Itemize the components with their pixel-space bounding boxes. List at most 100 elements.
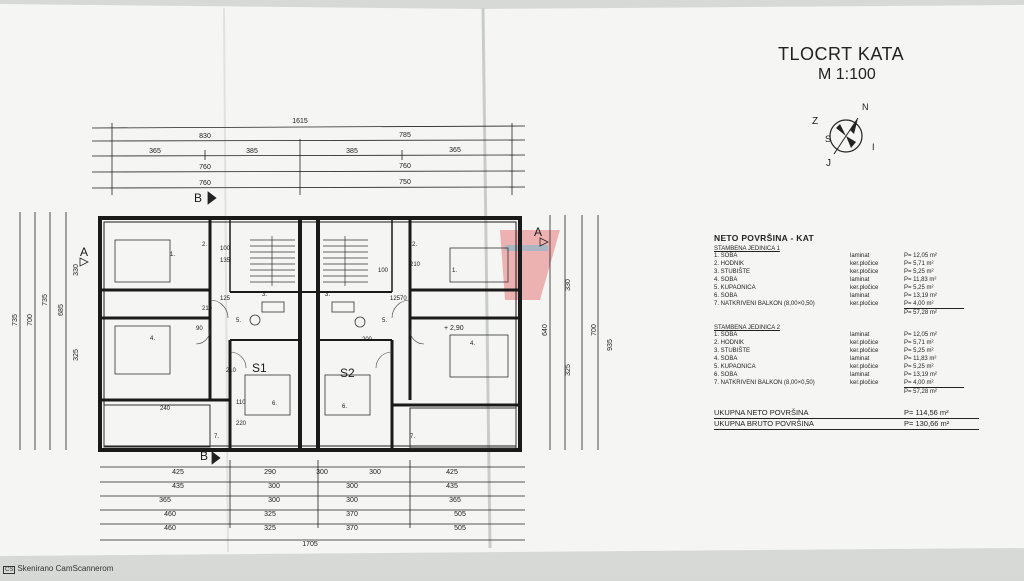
dim-bottom-r3-a: 365 (159, 497, 171, 504)
unit2-row-name: 4. SOBA (714, 355, 737, 363)
dim-bottom-r4-a: 460 (164, 511, 176, 518)
small-dim-2: 135 (220, 258, 231, 264)
dim-bottom-r1-c: 300 (316, 469, 328, 476)
small-dim-6: 200 (362, 337, 373, 343)
small-dim-1: 100 (220, 246, 231, 252)
unit2-row-name: 3. STUBIŠTE (714, 347, 750, 355)
unit2-row-area: P= 4,00 m² (904, 379, 934, 387)
dim-top-r4-a: 760 (199, 180, 211, 187)
dim-top-r3-b: 760 (399, 163, 411, 170)
unit2-row-material: laminat (850, 371, 869, 379)
dim-bottom-r1-d: 300 (369, 469, 381, 476)
scanner-text: Skenirano CamScannerom (17, 564, 113, 573)
unit2-row-name: 6. SOBA (714, 371, 737, 379)
dim-top-r2-a: 365 (149, 148, 161, 155)
small-dim-13: 110 (236, 400, 246, 406)
dim-bottom-r2-c: 300 (346, 483, 358, 490)
unit2-row-area: P= 5,25 m² (904, 363, 934, 371)
unit-s1-label: S1 (252, 361, 267, 375)
dim-top-r2-d: 365 (449, 147, 461, 154)
dim-top-r1-b: 785 (399, 132, 411, 139)
level-mark: + 2,90 (444, 325, 464, 332)
unit1-row-name: 7. NATKRIVENI BALKON (8,00×0,50) (714, 300, 815, 308)
room-number-u1-4: 4. (150, 336, 155, 342)
compass-n: N (862, 102, 869, 112)
unit1-row-material: ker.pločice (850, 268, 878, 276)
unit1-row-name: 4. SOBA (714, 276, 737, 284)
dim-left-2: 700 (27, 314, 34, 326)
dim-bottom-r1-b: 290 (264, 469, 276, 476)
dim-left-3: 735 (42, 294, 49, 306)
unit1-row: 6. SOBA laminat P= 13,19 m² (714, 292, 979, 300)
unit1-row-name: 6. SOBA (714, 292, 737, 300)
unit1-sum: P= 57,28 m² (904, 308, 964, 317)
section-a-right: A (534, 225, 542, 239)
small-dim-9: 125 (390, 296, 401, 302)
unit2-row-name: 7. NATKRIVENI BALKON (8,00×0,50) (714, 379, 815, 387)
area-table: NETO POVRŠINA - KAT STAMBENA JEDINICA 1 … (714, 233, 979, 430)
unit1-row-material: laminat (850, 292, 869, 300)
room-number-u1-2: 2. (202, 242, 207, 248)
unit1-row-area: P= 13,19 m² (904, 292, 937, 300)
room-number-u1-6: 6. (272, 401, 277, 407)
unit1-row-material: ker.pločice (850, 300, 878, 308)
small-dim-8: 210 (410, 262, 421, 268)
compass-s: S (825, 134, 831, 144)
unit1-row-area: P= 5,25 m² (904, 268, 934, 276)
dim-top-r4-b: 750 (399, 179, 411, 186)
small-dim-5: 90 (196, 326, 203, 332)
small-dim-7: 70 (400, 296, 407, 302)
room-number-u2-4: 4. (470, 341, 475, 347)
room-number-u1-3: 3. (262, 292, 267, 298)
compass-z: Z (812, 116, 818, 127)
unit2-sum: P= 57,28 m² (904, 387, 964, 396)
unit2-row-area: P= 12,05 m² (904, 331, 937, 339)
dim-top-r3-a: 760 (199, 164, 211, 171)
unit1-row-name: 1. SOBA (714, 252, 737, 260)
dim-bottom-r5-c: 370 (346, 525, 358, 532)
room-number-u2-3: 3. (325, 292, 330, 298)
small-dim-3: 125 (220, 296, 231, 302)
unit2-row-name: 5. KUPAONICA (714, 363, 756, 371)
dim-bottom-r4-c: 370 (346, 511, 358, 518)
small-dim-12: 240 (160, 406, 171, 412)
unit2-row-name: 2. HODNIK (714, 339, 744, 347)
room-number-u2-6: 6. (342, 404, 347, 410)
unit1-row-area: P= 12,05 m² (904, 252, 937, 260)
scanner-badge: CS (3, 566, 15, 574)
unit2-row-area: P= 13,19 m² (904, 371, 937, 379)
total-neto-label: UKUPNA NETO POVRŠINA (714, 408, 808, 417)
dim-top-r2-c: 385 (346, 148, 358, 155)
dim-top-overall: 1615 (292, 118, 308, 125)
dim-bottom-r1-a: 425 (172, 469, 184, 476)
room-number-u2-7: 7. (410, 434, 415, 440)
unit1-row-material: laminat (850, 276, 869, 284)
dim-bottom-r5-a: 460 (164, 525, 176, 532)
unit2-row-material: ker.pločice (850, 347, 878, 355)
dim-left-6: 325 (73, 349, 80, 361)
unit1-row-material: ker.pločice (850, 284, 878, 292)
dim-right-4: 330 (565, 279, 572, 291)
dim-bottom-r2-b: 300 (268, 483, 280, 490)
unit1-row-area: P= 4,00 m² (904, 300, 934, 308)
unit1-row-area: P= 5,71 m² (904, 260, 934, 268)
dim-bottom-r5-d: 505 (454, 525, 466, 532)
unit2-row-name: 1. SOBA (714, 331, 737, 339)
unit1-row-material: ker.pločice (850, 260, 878, 268)
unit1-row-area: P= 5,25 m² (904, 284, 934, 292)
total-bruto-value: P= 130,66 m² (904, 419, 949, 429)
unit2-row-material: ker.pločice (850, 379, 878, 387)
small-dim-4: 210 (202, 306, 213, 312)
dim-bottom-r4-b: 325 (264, 511, 276, 518)
dim-bottom-r2-d: 435 (446, 483, 458, 490)
